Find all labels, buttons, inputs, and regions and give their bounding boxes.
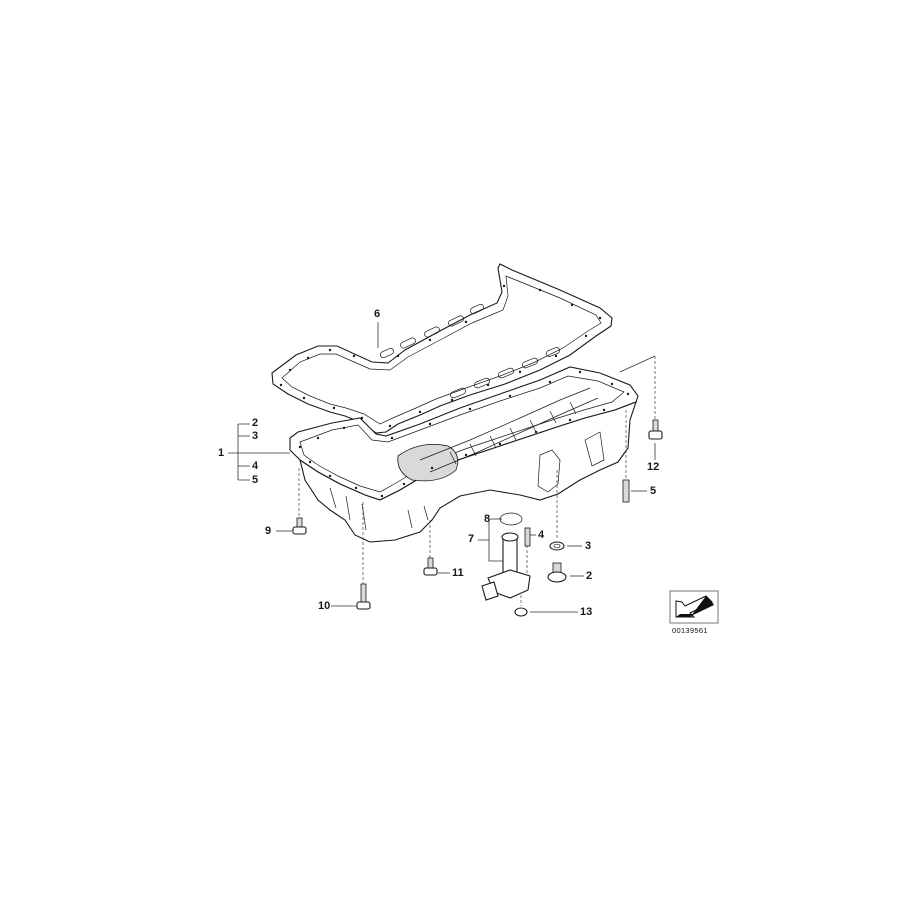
oil-pan[interactable] bbox=[289, 366, 639, 543]
callout-10[interactable]: 10 bbox=[318, 600, 331, 612]
oil-level-sensor-7[interactable] bbox=[481, 532, 531, 601]
callout-7[interactable]: 7 bbox=[468, 533, 475, 545]
callout-4-ref[interactable]: 4 bbox=[252, 460, 259, 472]
callout-9[interactable]: 9 bbox=[265, 525, 272, 537]
hex-bolt-11[interactable] bbox=[423, 557, 438, 576]
hex-bolt-12[interactable] bbox=[648, 419, 663, 440]
drain-plug-2[interactable] bbox=[547, 562, 567, 583]
callout-11[interactable]: 11 bbox=[452, 567, 464, 579]
oil-pan-gasket[interactable] bbox=[271, 263, 613, 434]
callout-13[interactable]: 13 bbox=[580, 606, 593, 618]
reference-arrow-icon bbox=[669, 590, 719, 624]
callout-6[interactable]: 6 bbox=[374, 308, 381, 320]
hex-bolt-9[interactable] bbox=[292, 517, 307, 535]
leader-lines bbox=[228, 322, 656, 613]
callout-5[interactable]: 5 bbox=[650, 485, 657, 497]
hex-bolt-10[interactable] bbox=[356, 583, 371, 610]
reference-number: 00139561 bbox=[672, 626, 708, 635]
callout-5-ref[interactable]: 5 bbox=[252, 474, 259, 486]
stud-4[interactable] bbox=[524, 527, 531, 547]
callout-3[interactable]: 3 bbox=[585, 540, 592, 552]
sealing-ring-3[interactable] bbox=[549, 541, 565, 551]
callout-1[interactable]: 1 bbox=[218, 447, 225, 459]
callout-12[interactable]: 12 bbox=[647, 461, 660, 473]
hex-nut-13[interactable] bbox=[514, 607, 528, 617]
callout-2-ref[interactable]: 2 bbox=[252, 417, 259, 429]
callout-3-ref[interactable]: 3 bbox=[252, 430, 259, 442]
stud-5[interactable] bbox=[622, 479, 630, 503]
o-ring-8[interactable] bbox=[499, 512, 523, 526]
callout-2[interactable]: 2 bbox=[586, 570, 593, 582]
callout-8[interactable]: 8 bbox=[484, 513, 491, 525]
callout-4[interactable]: 4 bbox=[538, 529, 545, 541]
